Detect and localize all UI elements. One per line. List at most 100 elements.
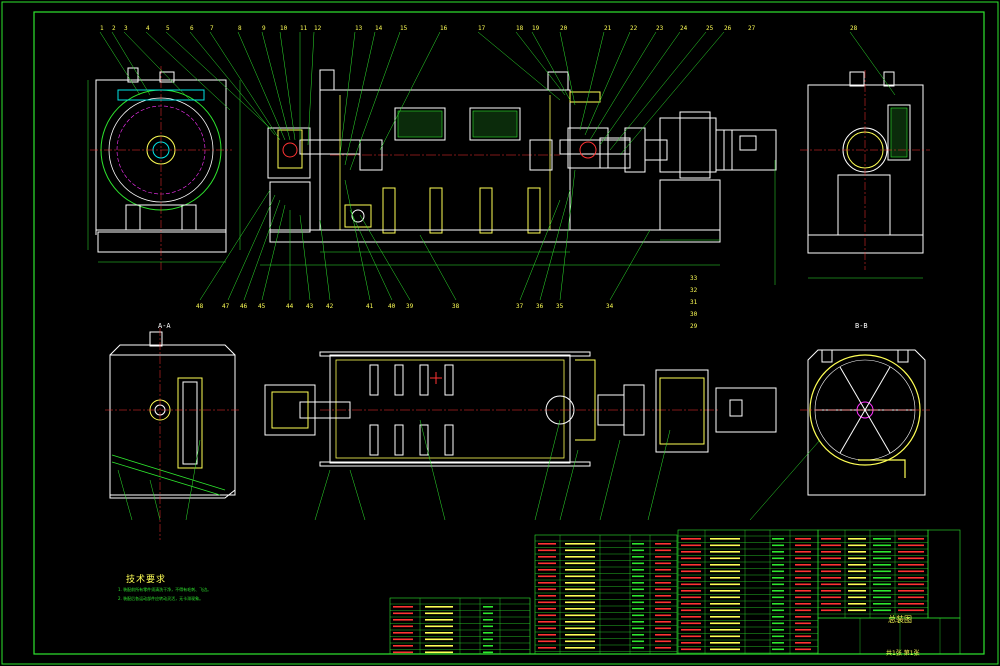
illegible-table-text [565, 543, 595, 545]
illegible-table-text [795, 583, 811, 586]
illegible-table-text [632, 647, 644, 649]
illegible-table-text [710, 570, 740, 573]
illegible-table-text [565, 601, 595, 604]
illegible-table-text [873, 590, 891, 592]
illegible-table-text [655, 647, 671, 649]
part-number-label: 16 [440, 25, 448, 32]
illegible-table-text [565, 562, 595, 565]
part-number-label: 10 [280, 25, 288, 32]
illegible-table-text [710, 616, 740, 618]
illegible-table-text [821, 577, 841, 579]
illegible-table-text [898, 564, 924, 566]
illegible-table-text [632, 549, 644, 552]
illegible-table-text [898, 551, 924, 553]
illegible-table-text [681, 648, 701, 651]
illegible-table-text [681, 616, 701, 618]
illegible-table-text [772, 538, 784, 540]
illegible-table-text [821, 609, 841, 612]
illegible-table-text [772, 609, 784, 612]
illegible-table-text [393, 645, 413, 647]
illegible-table-text [538, 614, 556, 617]
illegible-table-text [848, 603, 866, 605]
illegible-table-text [655, 575, 671, 578]
illegible-table-text [538, 595, 556, 597]
illegible-table-text [425, 651, 453, 654]
illegible-table-text [710, 648, 740, 651]
illegible-table-text [425, 612, 453, 615]
illegible-table-text [710, 590, 740, 592]
illegible-table-text [632, 608, 644, 610]
illegible-table-text [710, 596, 740, 599]
part-number-label: 42 [326, 303, 334, 310]
part-number-label: 33 [690, 275, 698, 282]
illegible-table-text [710, 622, 740, 625]
tech-requirement-line: 1. 装配前所有零件须清洗干净，不得有毛刺、飞边。 [118, 587, 212, 592]
illegible-table-text [425, 619, 453, 621]
illegible-table-text [538, 647, 556, 649]
illegible-table-text [821, 538, 841, 540]
illegible-table-text [795, 609, 811, 612]
parts-list-grid [390, 530, 941, 654]
illegible-table-text [483, 625, 493, 628]
tech-requirement-line: 2. 装配后各运动部件应转动灵活，无卡滞现象。 [118, 596, 204, 601]
section-a-a-view [105, 328, 240, 540]
illegible-table-text [393, 632, 413, 634]
illegible-table-text [795, 635, 811, 638]
part-number-label: 34 [606, 303, 614, 310]
part-number-label: 40 [388, 303, 396, 310]
illegible-table-text [425, 638, 453, 641]
illegible-table-text [681, 544, 701, 547]
part-number-label: 5 [166, 25, 170, 32]
part-number-label: 12 [314, 25, 322, 32]
illegible-table-text [681, 609, 701, 612]
part-number-label: 8 [238, 25, 242, 32]
illegible-table-text [772, 616, 784, 618]
illegible-table-text [795, 648, 811, 651]
part-number-label: 7 [210, 25, 214, 32]
illegible-table-text [393, 625, 413, 628]
illegible-table-text [681, 577, 701, 579]
illegible-table-text [898, 603, 924, 605]
illegible-table-text [655, 640, 671, 643]
illegible-table-text [538, 588, 556, 591]
part-number-label: 2 [112, 25, 116, 32]
illegible-table-text [821, 590, 841, 592]
illegible-table-text [848, 564, 866, 566]
illegible-table-text [873, 596, 891, 599]
illegible-table-text [795, 622, 811, 625]
illegible-table-text [772, 570, 784, 573]
illegible-table-text [898, 590, 924, 592]
illegible-table-text [538, 621, 556, 623]
illegible-table-text [681, 583, 701, 586]
illegible-table-text [632, 640, 644, 643]
illegible-table-text [772, 603, 784, 605]
illegible-table-text [873, 557, 891, 560]
illegible-table-text [795, 551, 811, 553]
illegible-table-text [483, 645, 493, 647]
illegible-table-text [898, 583, 924, 586]
illegible-table-text [681, 629, 701, 631]
illegible-table-text [873, 551, 891, 553]
illegible-table-text [681, 538, 701, 540]
part-number-label: 9 [262, 25, 266, 32]
illegible-table-text [632, 543, 644, 545]
illegible-table-text [710, 583, 740, 586]
left-end-view [87, 66, 241, 270]
illegible-table-text [710, 603, 740, 605]
illegible-table-text [848, 557, 866, 560]
illegible-table-text [393, 612, 413, 615]
illegible-table-text [538, 608, 556, 610]
illegible-table-text [772, 622, 784, 625]
part-number-label: 17 [478, 25, 486, 32]
illegible-table-text [655, 627, 671, 630]
illegible-table-text [898, 538, 924, 540]
illegible-table-text [710, 629, 740, 631]
illegible-table-text [681, 642, 701, 644]
illegible-table-text [898, 609, 924, 612]
illegible-table-text [848, 538, 866, 540]
part-number-label: 39 [406, 303, 414, 310]
illegible-table-text [795, 557, 811, 560]
parts-list-table [389, 529, 961, 655]
illegible-table-text [632, 556, 644, 558]
illegible-table-text [848, 596, 866, 599]
